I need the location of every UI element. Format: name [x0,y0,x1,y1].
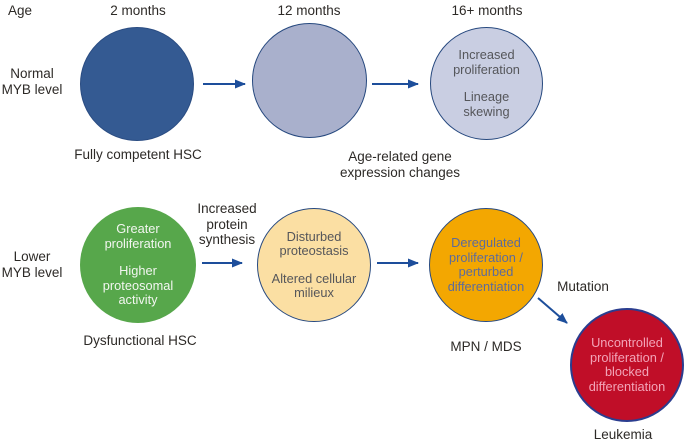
label-mutation: Mutation [557,279,609,294]
node-hsc-16-months: Increased proliferation Lineage skewing [430,27,543,140]
row-label-lower-myb: Lower MYB level [1,249,63,280]
label-increased-protein-synthesis: Increased protein synthesis [197,201,257,247]
node-text-lineage-skewing: Lineage skewing [463,89,510,119]
col-header-2-months: 2 months [110,3,166,18]
node-text-higher-proteosomal-activity: Higher proteosomal activity [102,263,174,308]
caption-mpn-mds: MPN / MDS [450,339,522,354]
node-leukemia: Uncontrolled proliferation / blocked dif… [570,308,684,422]
node-text-increased-proliferation: Increased proliferation [453,47,520,77]
row-label-normal-myb: Normal MYB level [1,66,63,97]
age-label: Age [8,3,33,18]
node-text-deregulated-proliferation: Deregulated proliferation / perturbed di… [447,235,525,294]
node-text-greater-proliferation: Greater proliferation [104,221,172,251]
node-text-altered-cellular-milieux: Altered cellular milieux [271,270,357,300]
col-header-12-months: 12 months [277,3,341,18]
node-mpn-mds: Deregulated proliferation / perturbed di… [429,208,543,322]
caption-leukemia: Leukemia [593,427,653,442]
node-text-disturbed-proteostasis: Disturbed proteostasis [279,228,349,258]
node-hsc-12-months [252,23,367,138]
caption-age-related-changes: Age-related gene expression changes [339,149,461,180]
col-header-16-months: 16+ months [451,3,523,18]
node-disturbed-proteostasis: Disturbed proteostasis Altered cellular … [257,208,371,322]
node-dysfunctional-hsc: Greater proliferation Higher proteosomal… [80,207,196,323]
node-text-uncontrolled-proliferation: Uncontrolled proliferation / blocked dif… [588,335,666,394]
arrow-mutation [537,297,568,324]
caption-fully-competent-hsc: Fully competent HSC [74,147,202,162]
node-fully-competent-hsc [80,27,194,141]
caption-dysfunctional-hsc: Dysfunctional HSC [83,333,197,348]
